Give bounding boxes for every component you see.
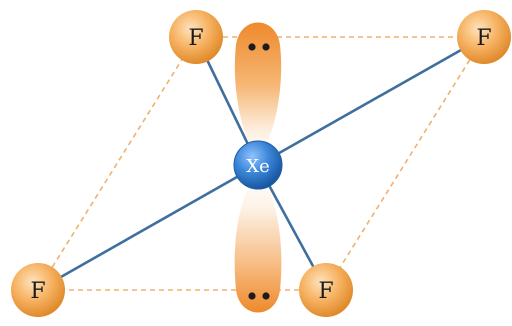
electron-dot (248, 43, 256, 51)
lone-pair-top (234, 22, 282, 160)
fluorine-atom-upper-left: F (169, 10, 223, 64)
fluorine-atom-lower-right: F (299, 263, 353, 317)
fluorine-label: F (188, 26, 203, 51)
electron-dot (262, 43, 270, 51)
electron-dot (262, 292, 270, 300)
lone-pair-bottom (234, 172, 282, 313)
fluorine-atom-lower-left: F (11, 263, 65, 317)
electron-dot (248, 292, 256, 300)
plane-edge-left (37, 36, 197, 291)
bond-lower-left (36, 163, 260, 292)
xenon-sphere (233, 140, 283, 190)
fluorine-sphere (457, 10, 511, 64)
fluorine-atom-upper-right: F (457, 10, 511, 64)
lone-pair-lobe-bottom (234, 172, 282, 313)
fluorine-label: F (30, 279, 45, 304)
fluorine-sphere (299, 263, 353, 317)
lone-pair-lobe-top (234, 22, 282, 160)
xenon-atom: Xe (233, 140, 283, 190)
fluorine-label: F (476, 26, 491, 51)
plane-edge-right (325, 36, 485, 291)
bond-upper-right (256, 35, 486, 167)
fluorine-label: F (318, 279, 333, 304)
fluorine-sphere (169, 10, 223, 64)
fluorine-sphere (11, 263, 65, 317)
xenon-label: Xe (246, 156, 269, 177)
